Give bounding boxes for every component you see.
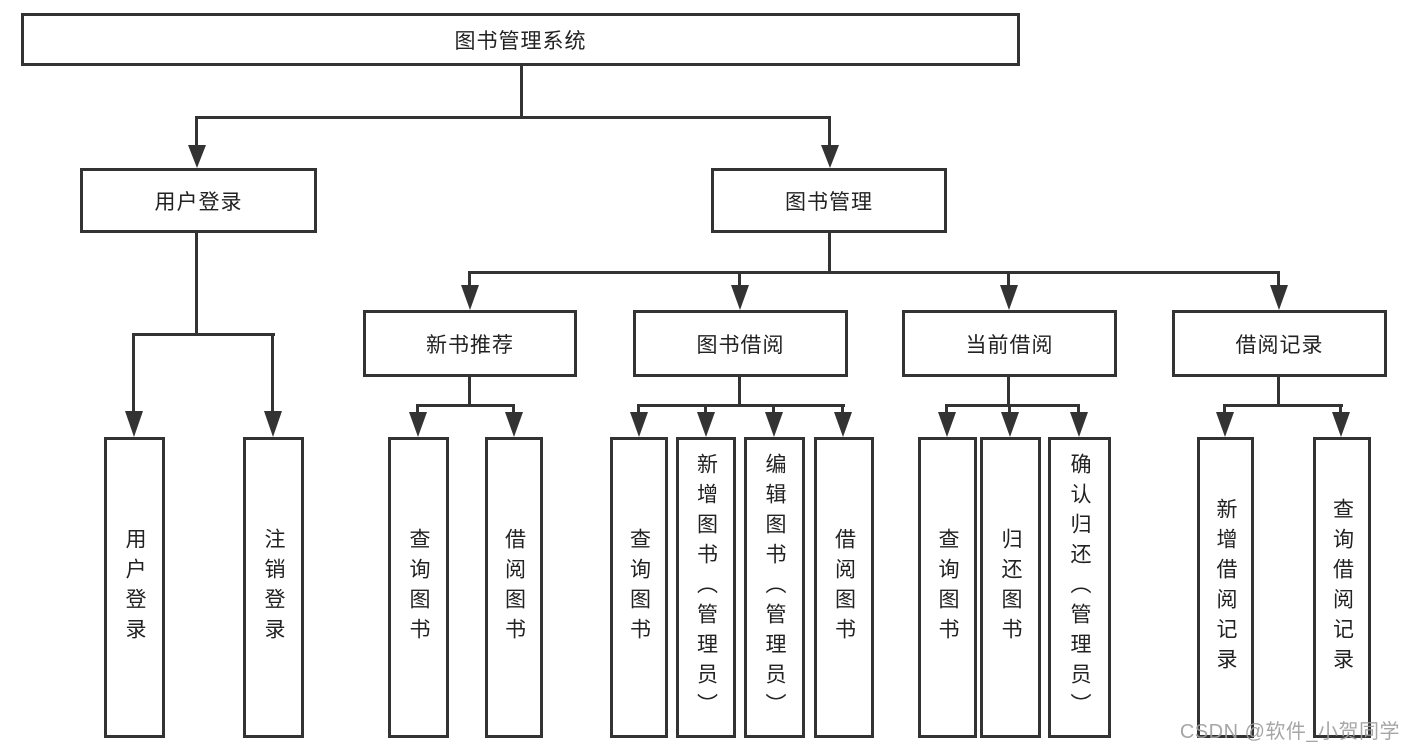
node-label: 新书推荐 xyxy=(426,333,514,357)
arrowhead-book-management xyxy=(821,145,839,168)
connector-root-stub xyxy=(520,66,523,118)
connector-current-borrowing-stub xyxy=(1007,377,1010,406)
arrowhead-current-borrowing xyxy=(1000,285,1018,310)
leaf-logout: 注销登录 xyxy=(243,437,304,738)
arrowhead-leaf xyxy=(630,412,648,437)
connector-book-management-split xyxy=(470,271,1280,274)
arrowhead-leaf xyxy=(1001,412,1019,437)
connector-book-borrowing-split xyxy=(638,404,845,407)
connector-drop-leaf xyxy=(1008,404,1011,414)
node-label: 用户登录 xyxy=(154,190,243,214)
node-new-books: 新书推荐 xyxy=(363,310,577,377)
connector-drop-book-management xyxy=(828,116,831,147)
connector-current-borrowing-split xyxy=(947,404,1080,407)
connector-drop-login-leaf xyxy=(132,333,135,413)
node-borrowing-records: 借阅记录 xyxy=(1172,310,1387,377)
node-label: 查询图书 xyxy=(627,527,651,648)
arrowhead-new-books xyxy=(461,285,479,310)
node-library-management-system: 图书管理系统 xyxy=(21,13,1020,66)
connector-drop-user-login xyxy=(195,116,198,147)
arrowhead-user-login xyxy=(188,145,206,168)
node-label: 新增图书（管理员） xyxy=(694,452,718,723)
arrowhead-leaf xyxy=(409,412,427,437)
node-label: 确认归还（管理员） xyxy=(1068,452,1091,723)
arrowhead-leaf xyxy=(1332,412,1350,437)
node-label: 借阅图书 xyxy=(832,527,856,648)
leaf-query-books-current: 查询图书 xyxy=(918,437,977,738)
connector-drop-leaf xyxy=(1077,404,1080,414)
connector-drop-leaf xyxy=(1339,404,1342,414)
connector-drop-leaf xyxy=(772,404,775,414)
arrowhead-leaf xyxy=(1070,412,1088,437)
node-label: 图书管理 xyxy=(785,190,873,214)
node-label: 借阅图书 xyxy=(502,527,526,648)
connector-drop-book-borrowing xyxy=(738,271,741,287)
connector-borrowing-records-stub xyxy=(1277,377,1280,406)
node-book-borrowing: 图书借阅 xyxy=(633,310,848,377)
leaf-return-books: 归还图书 xyxy=(980,437,1041,738)
node-user-login: 用户登录 xyxy=(80,168,317,233)
arrowhead-leaf xyxy=(938,412,956,437)
node-current-borrowing: 当前借阅 xyxy=(902,310,1117,377)
leaf-edit-books-admin: 编辑图书（管理员） xyxy=(744,437,805,738)
connector-user-login-stub xyxy=(195,233,198,335)
connector-drop-leaf xyxy=(1223,404,1226,414)
node-label: 查询图书 xyxy=(407,527,430,648)
node-label: 编辑图书（管理员） xyxy=(763,452,786,723)
node-label: 用户登录 xyxy=(123,527,146,648)
node-label: 查询图书 xyxy=(936,527,959,648)
connector-book-borrowing-stub xyxy=(738,377,741,406)
node-label: 新增借阅记录 xyxy=(1214,497,1237,678)
leaf-confirm-return-admin: 确认归还（管理员） xyxy=(1048,437,1111,738)
connector-user-login-split xyxy=(133,333,275,336)
arrowhead-leaf xyxy=(834,412,852,437)
arrowhead-leaf xyxy=(765,412,783,437)
node-book-management: 图书管理 xyxy=(711,168,947,233)
connector-drop-leaf xyxy=(416,404,419,414)
connector-drop-leaf xyxy=(841,404,844,414)
connector-drop-logout-leaf xyxy=(271,333,274,413)
leaf-add-books-admin: 新增图书（管理员） xyxy=(676,437,736,738)
connector-borrowing-records-split xyxy=(1225,404,1343,407)
connector-drop-borrowing-records xyxy=(1277,271,1280,287)
node-label: 注销登录 xyxy=(262,527,285,648)
connector-drop-leaf xyxy=(637,404,640,414)
node-label: 图书管理系统 xyxy=(454,29,587,53)
arrowhead-leaf xyxy=(505,412,523,437)
connector-new-books-stub xyxy=(468,377,471,406)
connector-drop-leaf xyxy=(512,404,515,414)
connector-drop-new-books xyxy=(468,271,471,287)
arrowhead-book-borrowing xyxy=(731,285,749,310)
leaf-borrow-books-new: 借阅图书 xyxy=(485,437,543,738)
leaf-query-borrowing-record: 查询借阅记录 xyxy=(1313,437,1371,738)
node-label: 归还图书 xyxy=(999,527,1022,648)
connector-book-management-stub xyxy=(828,233,831,273)
leaf-query-books-borrowing: 查询图书 xyxy=(610,437,668,738)
connector-drop-leaf xyxy=(945,404,948,414)
leaf-add-borrowing-record: 新增借阅记录 xyxy=(1197,437,1254,738)
node-label: 查询借阅记录 xyxy=(1330,497,1354,678)
arrowhead-login-leaf xyxy=(125,411,143,437)
arrowhead-leaf xyxy=(1216,412,1234,437)
arrowhead-borrowing-records xyxy=(1270,285,1288,310)
connector-root-split xyxy=(197,116,831,119)
arrowhead-logout-leaf xyxy=(264,411,282,437)
connector-drop-current-borrowing xyxy=(1007,271,1010,287)
csdn-watermark: CSDN @软件_小贺同学 xyxy=(1179,721,1400,743)
leaf-user-login: 用户登录 xyxy=(104,437,165,738)
leaf-query-books-new: 查询图书 xyxy=(388,437,449,738)
node-label: 图书借阅 xyxy=(696,333,785,357)
arrowhead-leaf xyxy=(697,412,715,437)
connector-new-books-split xyxy=(418,404,515,407)
leaf-borrow-books: 借阅图书 xyxy=(814,437,874,738)
node-label: 当前借阅 xyxy=(965,333,1054,357)
connector-drop-leaf xyxy=(704,404,707,414)
node-label: 借阅记录 xyxy=(1235,333,1324,357)
